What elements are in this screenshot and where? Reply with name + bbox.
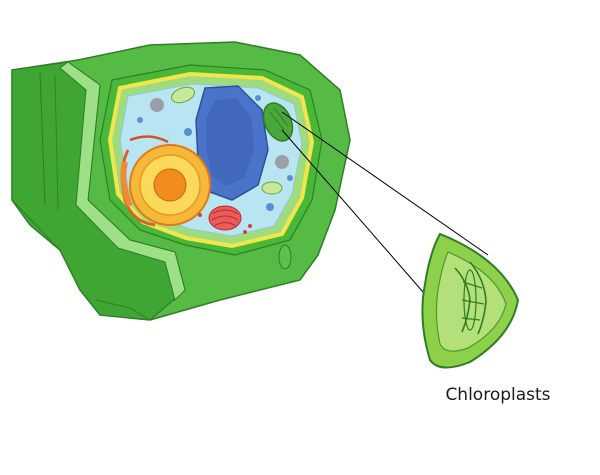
- chloroplast-wall: [278, 244, 292, 270]
- chloroplast-enlarged: [421, 232, 520, 369]
- leader-lines: [281, 111, 489, 301]
- organelles: [137, 86, 293, 234]
- chloroplast-small: [262, 102, 294, 142]
- nucleus: [120, 135, 211, 227]
- chloroplasts-label: Chloroplasts: [445, 385, 550, 405]
- central-vacuole: [195, 85, 269, 201]
- golgi-apparatus: [208, 205, 242, 231]
